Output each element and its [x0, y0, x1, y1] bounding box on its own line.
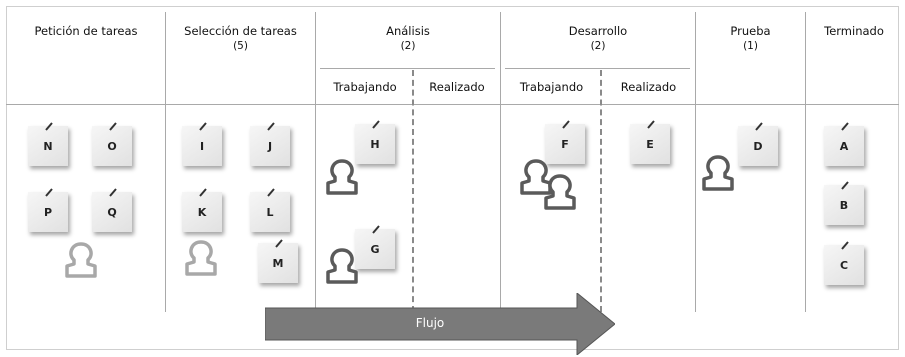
pin-icon	[45, 188, 53, 197]
divider-2	[315, 12, 316, 312]
subcolumn-analisis-realizado: Realizado	[429, 80, 485, 94]
flow-label: Flujo	[415, 316, 445, 330]
task-note-o[interactable]: O	[92, 122, 132, 166]
task-note-l[interactable]: L	[250, 188, 290, 232]
task-note-a[interactable]: A	[824, 122, 864, 166]
pin-icon	[841, 181, 849, 190]
divider-5	[805, 12, 806, 312]
person-icon	[542, 172, 578, 212]
subcolumn-analisis-trabajando: Trabajando	[333, 80, 397, 94]
column-header-seleccion: Selección de tareas (5)	[168, 24, 313, 54]
column-header-prueba: Prueba (1)	[698, 24, 803, 54]
pin-icon	[267, 188, 275, 197]
pin-icon	[199, 188, 207, 197]
task-note-c[interactable]: C	[824, 241, 864, 285]
column-title: Terminado	[824, 24, 884, 38]
flow-arrow	[265, 293, 615, 355]
pin-icon	[372, 225, 380, 234]
task-note-b[interactable]: B	[824, 181, 864, 225]
analisis-subdivider	[412, 70, 414, 312]
pin-icon	[275, 239, 283, 248]
person-icon	[324, 157, 360, 197]
note-label: N	[43, 139, 53, 153]
wip-limit: (1)	[743, 40, 758, 52]
column-title: Análisis	[386, 24, 430, 38]
note-label: I	[199, 139, 205, 153]
divider-3	[500, 12, 501, 312]
note-label: J	[267, 139, 273, 153]
wip-limit: (5)	[233, 40, 248, 52]
task-note-d[interactable]: D	[738, 122, 778, 166]
column-title: Selección de tareas	[184, 24, 297, 38]
desarrollo-subdivider	[600, 70, 602, 312]
note-label: A	[839, 139, 849, 153]
note-label: E	[646, 137, 654, 151]
task-note-k[interactable]: K	[182, 188, 222, 232]
analisis-subheader-line	[320, 68, 495, 69]
board-frame	[6, 6, 899, 350]
column-title: Prueba	[730, 24, 771, 38]
divider-1	[165, 12, 166, 312]
pin-icon	[755, 122, 763, 131]
task-note-i[interactable]: I	[182, 122, 222, 166]
pin-icon	[372, 120, 380, 129]
person-icon-idle	[183, 238, 219, 278]
note-label: L	[266, 205, 274, 219]
pin-icon	[562, 120, 570, 129]
task-note-h[interactable]: H	[355, 120, 395, 164]
task-note-g[interactable]: G	[355, 225, 395, 269]
task-note-f[interactable]: F	[545, 120, 585, 164]
pin-icon	[267, 122, 275, 131]
header-separator	[6, 104, 899, 105]
task-note-n[interactable]: N	[28, 122, 68, 166]
note-label: G	[370, 242, 380, 256]
note-label: M	[272, 256, 284, 270]
task-note-q[interactable]: Q	[92, 188, 132, 232]
person-icon-idle	[63, 240, 99, 280]
task-note-m[interactable]: M	[258, 239, 298, 283]
note-label: D	[753, 139, 763, 153]
subcolumn-desarrollo-realizado: Realizado	[620, 80, 677, 94]
desarrollo-subheader-line	[505, 68, 690, 69]
subcolumn-desarrollo-trabajando: Trabajando	[519, 80, 584, 94]
note-label: B	[839, 198, 849, 212]
note-label: F	[561, 137, 569, 151]
pin-icon	[109, 188, 117, 197]
pin-icon	[841, 122, 849, 131]
task-note-e[interactable]: E	[630, 120, 670, 164]
task-note-p[interactable]: P	[28, 188, 68, 232]
task-note-j[interactable]: J	[250, 122, 290, 166]
column-title: Petición de tareas	[34, 24, 138, 38]
wip-limit: (2)	[400, 40, 416, 52]
note-label: K	[197, 205, 207, 219]
pin-icon	[647, 120, 655, 129]
wip-limit: (2)	[590, 40, 606, 52]
note-label: C	[839, 258, 849, 272]
divider-4	[695, 12, 696, 312]
column-header-terminado: Terminado	[808, 24, 900, 39]
column-header-analisis: Análisis (2)	[318, 24, 498, 54]
pin-icon	[109, 122, 117, 131]
person-icon	[700, 153, 736, 193]
pin-icon	[199, 122, 207, 131]
note-label: P	[43, 205, 53, 219]
pin-icon	[841, 241, 849, 250]
column-header-peticion: Petición de tareas	[16, 24, 156, 39]
note-label: H	[370, 137, 380, 151]
column-title: Desarrollo	[568, 24, 628, 38]
pin-icon	[45, 122, 53, 131]
column-header-desarrollo: Desarrollo (2)	[503, 24, 693, 54]
note-label: O	[107, 139, 117, 153]
person-icon	[324, 246, 360, 286]
note-label: Q	[107, 205, 117, 219]
